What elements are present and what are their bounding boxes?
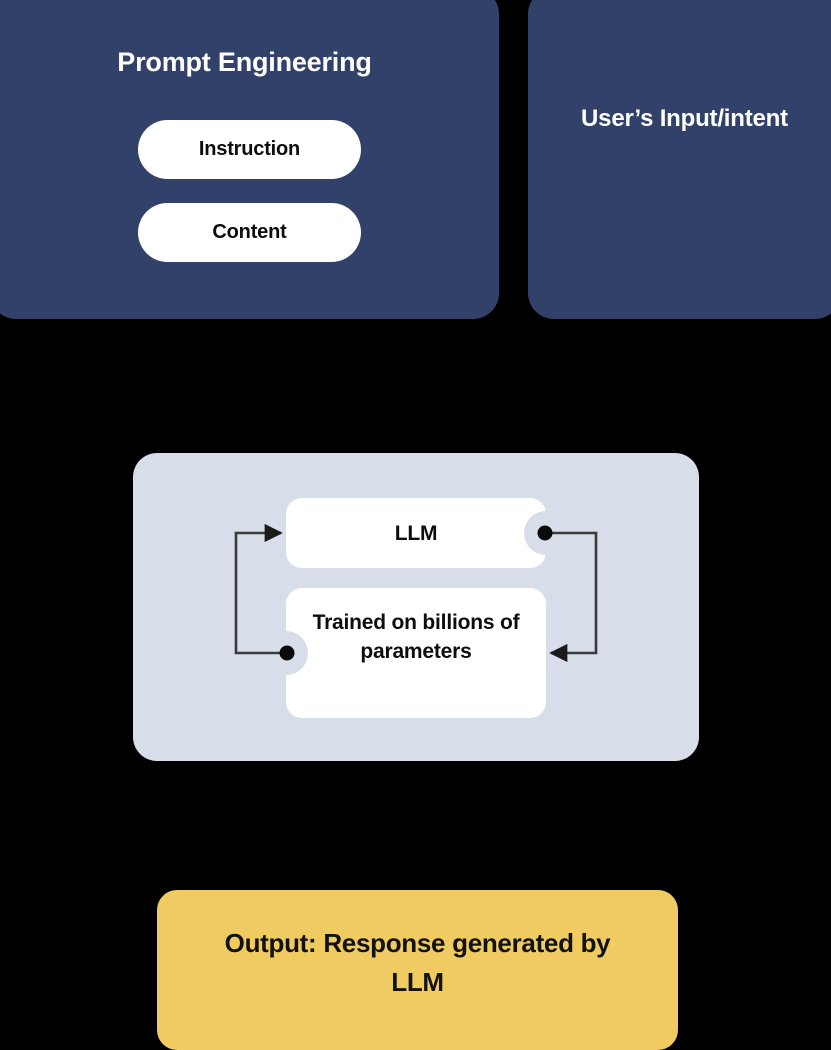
llm-panel[interactable]: LLM Trained on billions of parameters xyxy=(133,453,699,761)
pill-content-label: Content xyxy=(212,221,287,243)
pill-content[interactable]: Content xyxy=(138,203,361,262)
user-input-panel[interactable]: User’s Input/intent xyxy=(528,0,831,319)
card-llm[interactable] xyxy=(273,483,563,583)
prompt-engineering-title: Prompt Engineering xyxy=(117,47,372,77)
card-trained-on-billions[interactable] xyxy=(273,573,563,733)
llm-cards-and-connectors xyxy=(234,483,598,733)
prompt-engineering-panel[interactable]: Prompt Engineering Instruction Content xyxy=(0,0,499,319)
output-label: Output: Response generated by LLM xyxy=(224,928,611,997)
pill-instruction[interactable]: Instruction xyxy=(138,120,361,179)
pill-instruction-label: Instruction xyxy=(198,138,301,160)
user-input-title: User’s Input/intent xyxy=(581,105,788,132)
output-box[interactable]: Output: Response generated by LLM xyxy=(157,890,678,1050)
